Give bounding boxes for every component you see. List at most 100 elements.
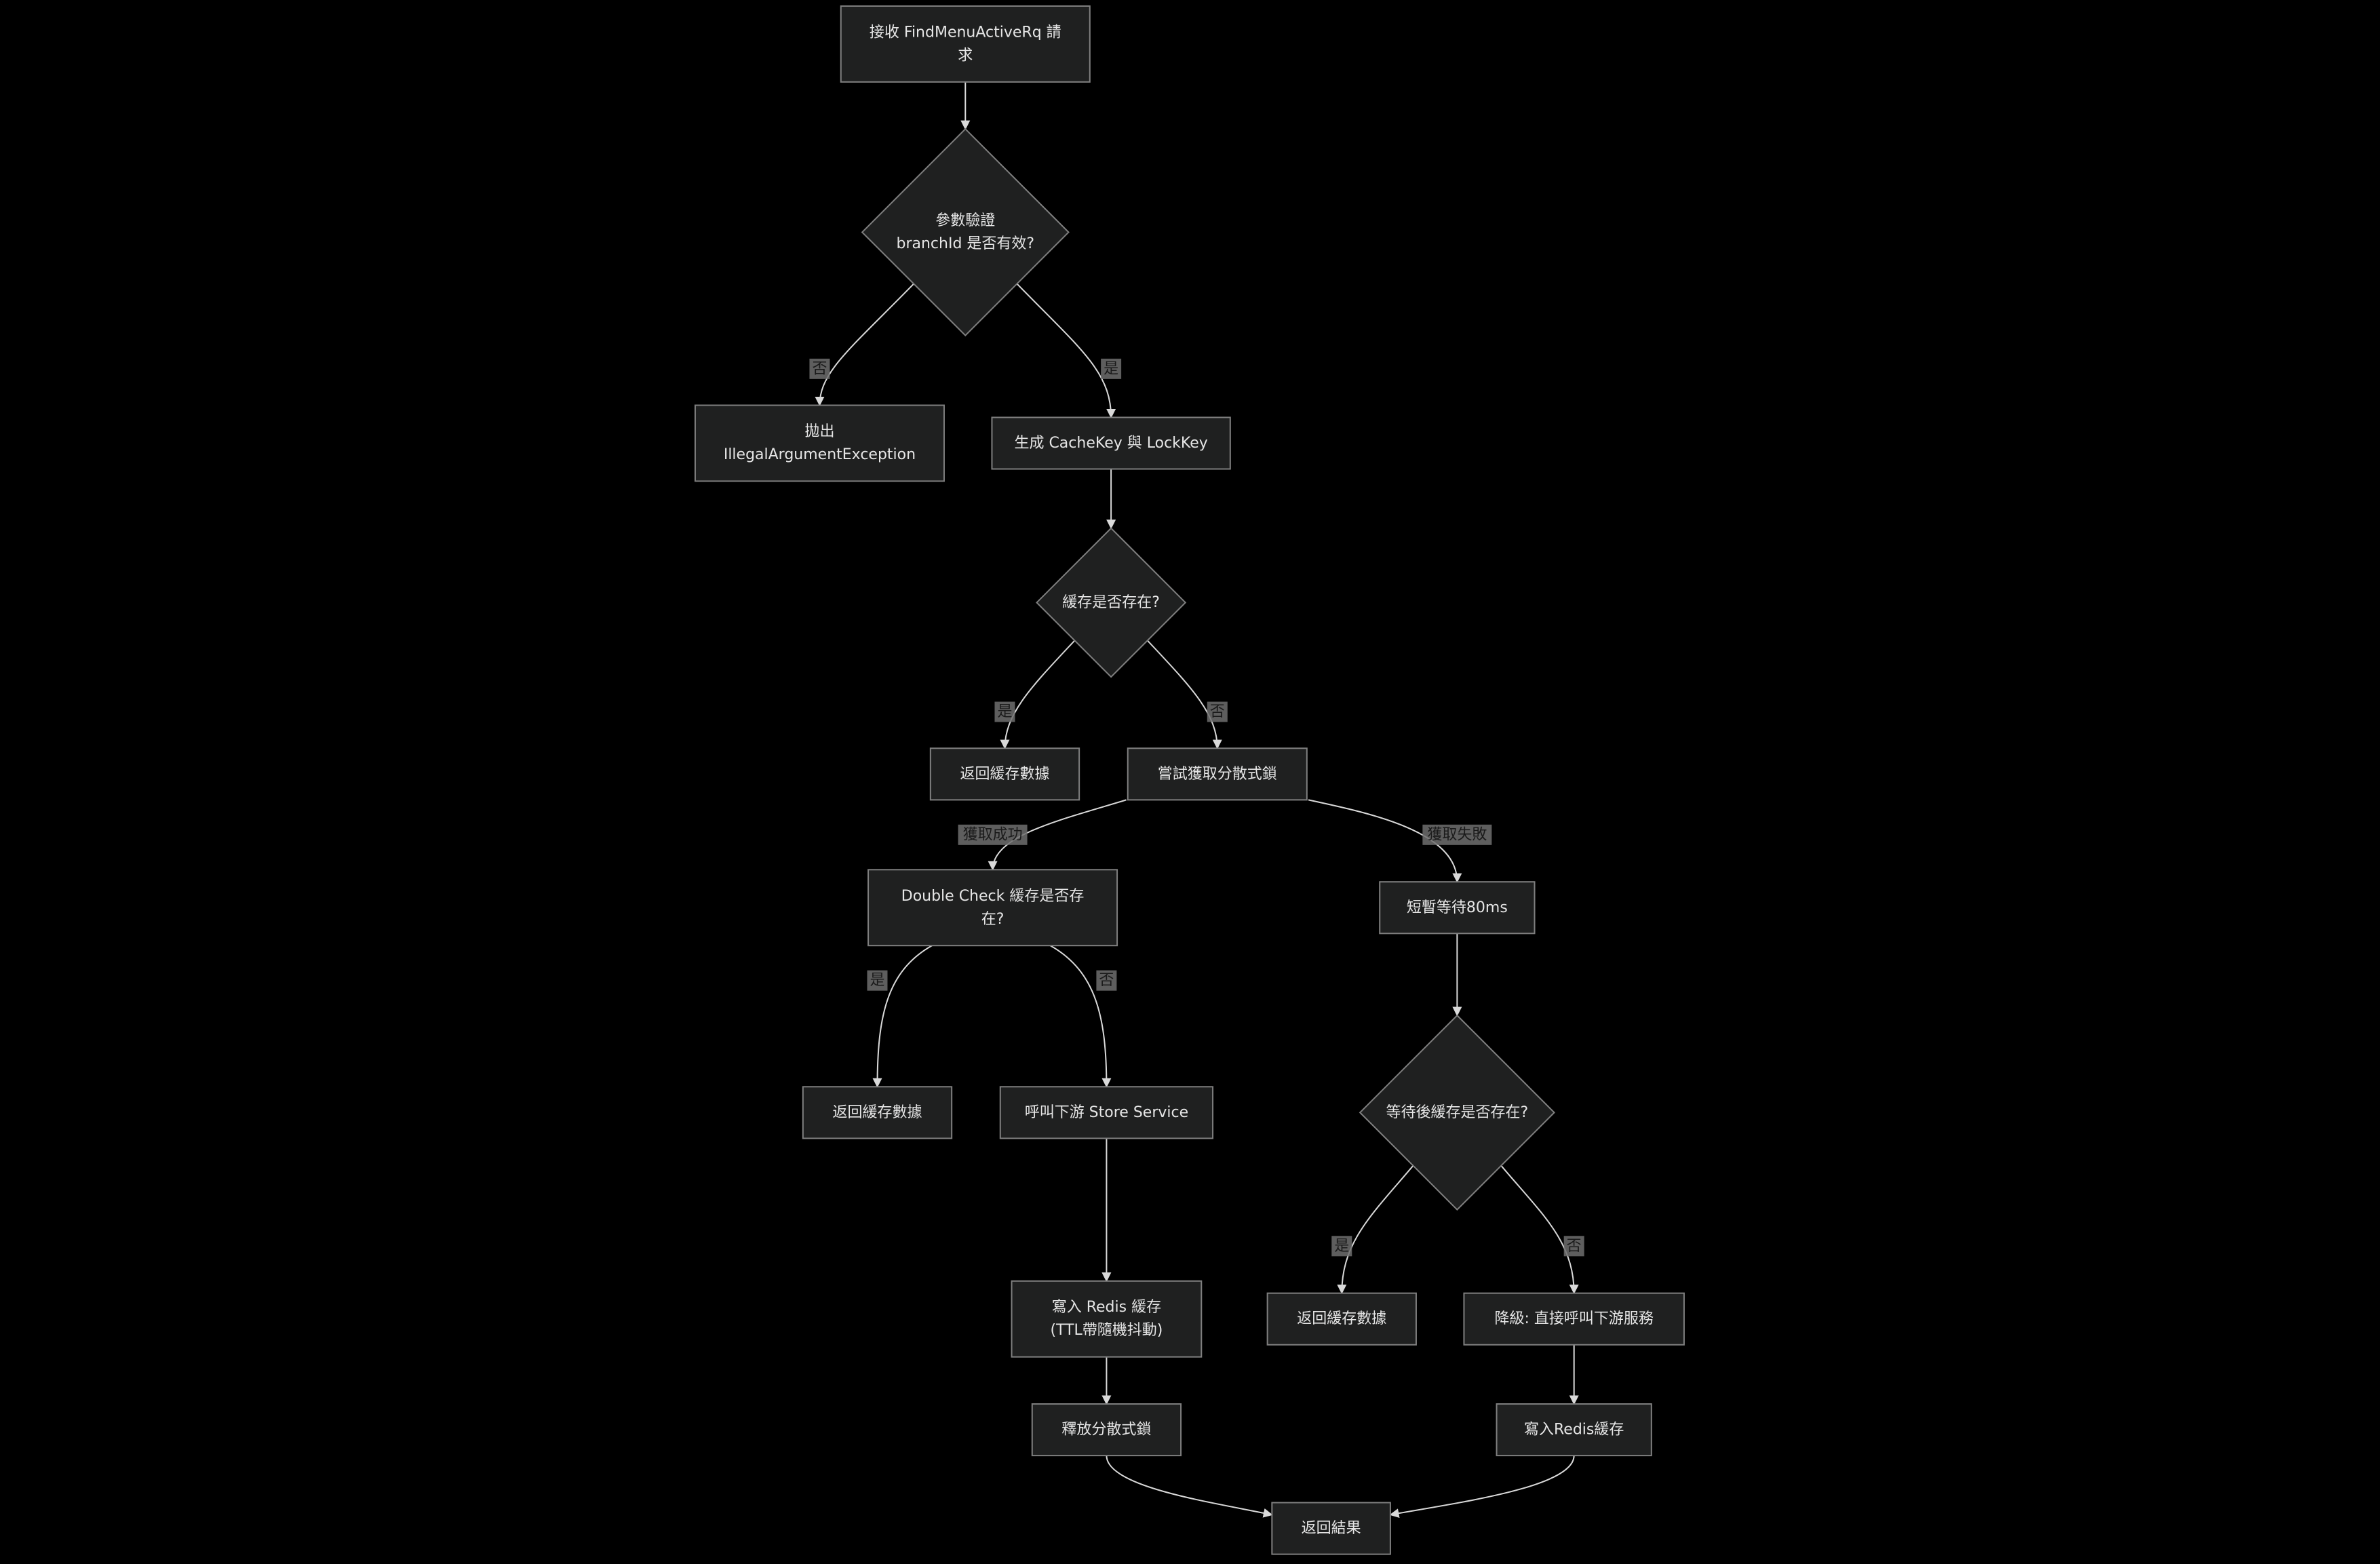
edge-label-background xyxy=(1207,701,1228,722)
node-label: 釋放分散式鎖 xyxy=(1061,1422,1151,1439)
node-release-lock: 釋放分散式鎖 xyxy=(1031,1403,1182,1457)
process-box xyxy=(991,416,1231,470)
decision-diamond xyxy=(1036,527,1187,678)
node-label: 短暫等待80ms xyxy=(1407,899,1508,916)
edge-label-lock-ok: 獲取成功 xyxy=(958,824,1028,845)
node-return-cache-2: 返回緩存數據 xyxy=(802,1086,953,1139)
process-box xyxy=(840,5,1091,83)
edge-labels: 否是是否獲取成功獲取失敗是否是否 xyxy=(809,358,1584,1257)
edge-label-validate-yes: 是 xyxy=(1101,358,1122,379)
node-wait-check: 等待後緩存是否存在? xyxy=(1359,1014,1556,1211)
process-box xyxy=(1031,1403,1182,1457)
node-label: 寫入 Redis 緩存 xyxy=(1052,1299,1161,1316)
node-label: 返回緩存數據 xyxy=(960,766,1049,783)
decision-diamond xyxy=(861,128,1070,336)
node-label: 參數驗證 xyxy=(935,212,995,229)
edge-label-background xyxy=(1331,1236,1352,1257)
edge-double-call xyxy=(1050,945,1112,1088)
node-write-redis-ttl: 寫入 Redis 緩存 (TTL帶隨機抖動) xyxy=(1011,1280,1203,1358)
node-validate: 參數驗證 branchId 是否有效? xyxy=(861,128,1070,336)
node-return-result: 返回結果 xyxy=(1271,1502,1391,1555)
edge-label-text: 獲取成功 xyxy=(963,826,1023,843)
node-return-cache-3: 返回緩存數據 xyxy=(1266,1292,1417,1346)
edge-lock-wait xyxy=(1308,799,1462,883)
node-label: 在? xyxy=(981,911,1004,928)
edge-label-cache-no: 否 xyxy=(1207,701,1228,722)
edge-label-cache-yes: 是 xyxy=(994,701,1015,722)
edge-validate-gen xyxy=(1016,283,1116,418)
process-box xyxy=(929,747,1080,801)
edge-label-text: 是 xyxy=(870,972,884,989)
edge-label-background xyxy=(1422,824,1492,845)
process-box xyxy=(1271,1502,1391,1555)
process-box xyxy=(694,404,945,482)
process-box xyxy=(999,1086,1214,1139)
node-label: 返回緩存數據 xyxy=(1297,1310,1386,1327)
node-label: 寫入Redis緩存 xyxy=(1524,1422,1624,1439)
edge-label-background xyxy=(1096,970,1117,991)
edge-write-result xyxy=(1389,1455,1575,1519)
node-gen-keys: 生成 CacheKey 與 LockKey xyxy=(991,416,1231,470)
process-box xyxy=(867,869,1118,947)
node-label: IllegalArgumentException xyxy=(724,446,916,463)
edge-label-text: 是 xyxy=(1104,360,1118,377)
edge-label-text: 否 xyxy=(1210,703,1225,720)
edge-label-text: 否 xyxy=(812,360,827,377)
process-box xyxy=(1266,1292,1417,1346)
edge-label-validate-no: 否 xyxy=(809,358,830,379)
edge-lock-double xyxy=(988,799,1127,871)
node-write-redis: 寫入Redis緩存 xyxy=(1496,1403,1652,1457)
edge-waitcheck-ret3 xyxy=(1337,1165,1414,1295)
edge-waitcheck-degrade xyxy=(1500,1165,1579,1295)
process-box xyxy=(1011,1280,1203,1358)
process-box xyxy=(1379,881,1536,935)
edge-label-background xyxy=(1101,358,1122,379)
edge-label-background xyxy=(1563,1236,1584,1257)
edge-label-text: 是 xyxy=(1334,1238,1349,1255)
process-box xyxy=(1127,747,1308,801)
node-label: 接收 FindMenuActiveRq 請 xyxy=(870,24,1061,41)
edges xyxy=(815,81,1579,1519)
edge-label-background xyxy=(867,970,888,991)
edge-label-double-yes: 是 xyxy=(867,970,888,991)
node-label: 降級: 直接呼叫下游服務 xyxy=(1494,1310,1653,1327)
node-label: 緩存是否存在? xyxy=(1062,594,1160,611)
edge-label-wait-no: 否 xyxy=(1563,1236,1584,1257)
edge-label-background xyxy=(958,824,1028,845)
node-label: 等待後緩存是否存在? xyxy=(1386,1104,1529,1121)
edge-validate-throw xyxy=(815,283,914,406)
node-label: 拋出 xyxy=(804,423,834,440)
node-label: (TTL帶隨機抖動) xyxy=(1050,1322,1163,1339)
decision-diamond xyxy=(1359,1014,1556,1211)
process-box xyxy=(802,1086,953,1139)
edge-label-text: 是 xyxy=(997,703,1012,720)
edge-cache-ret1 xyxy=(1000,640,1076,749)
node-return-cache-1: 返回緩存數據 xyxy=(929,747,1080,801)
edge-double-ret2 xyxy=(872,945,933,1088)
node-label: 返回結果 xyxy=(1302,1520,1361,1537)
node-label: 求 xyxy=(958,47,973,64)
node-label: Double Check 緩存是否存 xyxy=(901,888,1085,905)
edge-label-lock-fail: 獲取失敗 xyxy=(1422,824,1492,845)
edge-label-text: 獲取失敗 xyxy=(1427,826,1487,843)
node-throw-ex: 拋出 IllegalArgumentException xyxy=(694,404,945,482)
node-label: 返回緩存數據 xyxy=(832,1104,922,1121)
node-label: 呼叫下游 Store Service xyxy=(1025,1104,1188,1121)
edge-cache-lock xyxy=(1147,640,1222,749)
node-label: 嘗試獲取分散式鎖 xyxy=(1158,766,1277,783)
edge-release-result xyxy=(1106,1455,1273,1518)
node-cache-exists: 緩存是否存在? xyxy=(1036,527,1187,678)
node-wait: 短暫等待80ms xyxy=(1379,881,1536,935)
node-double-check: Double Check 緩存是否存在? xyxy=(867,869,1118,947)
edge-label-wait-yes: 是 xyxy=(1331,1236,1352,1257)
node-call-store: 呼叫下游 Store Service xyxy=(999,1086,1214,1139)
node-label: 生成 CacheKey 與 LockKey xyxy=(1014,435,1207,452)
node-label: branchId 是否有效? xyxy=(896,235,1034,252)
edge-label-double-no: 否 xyxy=(1096,970,1117,991)
node-receive: 接收 FindMenuActiveRq 請求 xyxy=(840,5,1091,83)
edge-label-text: 否 xyxy=(1099,972,1114,989)
process-box xyxy=(1463,1292,1685,1346)
edge-label-background xyxy=(994,701,1015,722)
